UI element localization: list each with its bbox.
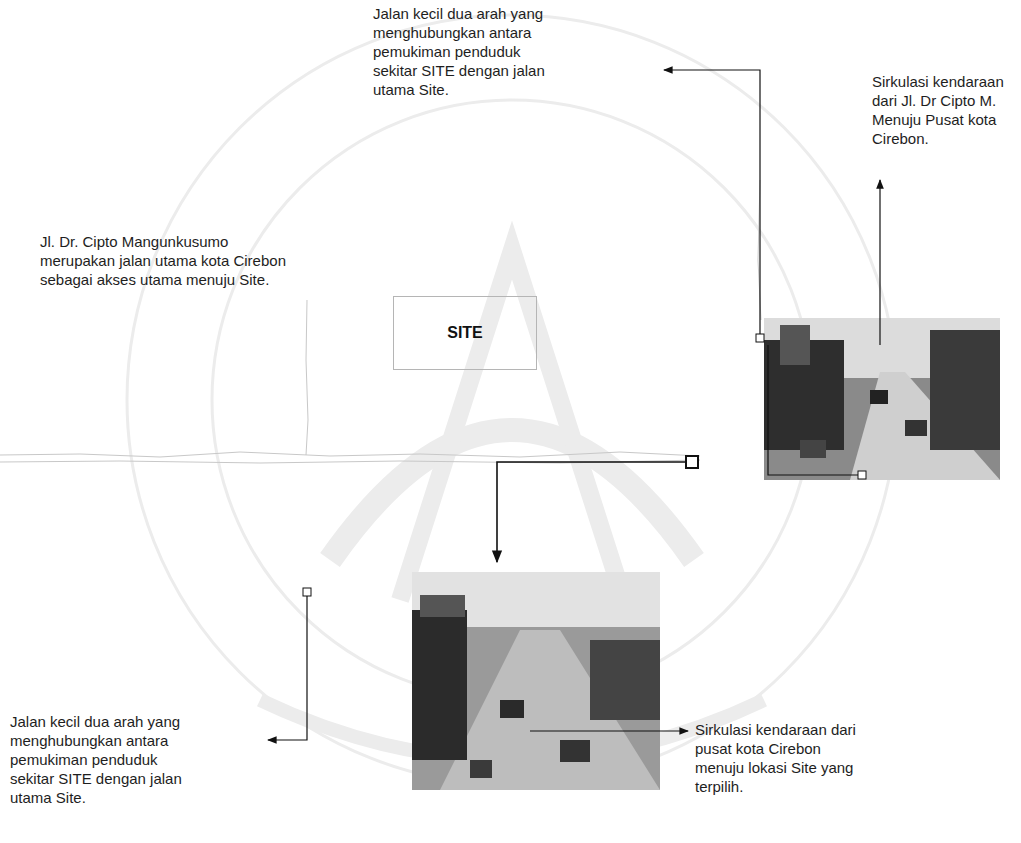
site-label: SITE bbox=[447, 324, 483, 342]
annotation-note: Sirkulasi kendaraan dari pusat kota Cire… bbox=[695, 720, 867, 796]
map-roads bbox=[0, 180, 761, 463]
annotation-note: Jl. Dr. Cipto Mangunkusumo merupakan jal… bbox=[40, 232, 302, 289]
annotation-note: Jalan kecil dua arah yang menghubungkan … bbox=[373, 4, 563, 99]
annotation-note: Jalan kecil dua arah yang menghubungkan … bbox=[10, 712, 200, 807]
annotation-note: Sirkulasi kendaraan dari Jl. Dr Cipto M.… bbox=[872, 72, 1014, 148]
site-box: SITE bbox=[393, 296, 537, 370]
street-photo bbox=[412, 572, 660, 790]
street-photo bbox=[764, 318, 1000, 480]
marker-squares bbox=[303, 334, 866, 596]
leader-lines bbox=[268, 70, 880, 740]
